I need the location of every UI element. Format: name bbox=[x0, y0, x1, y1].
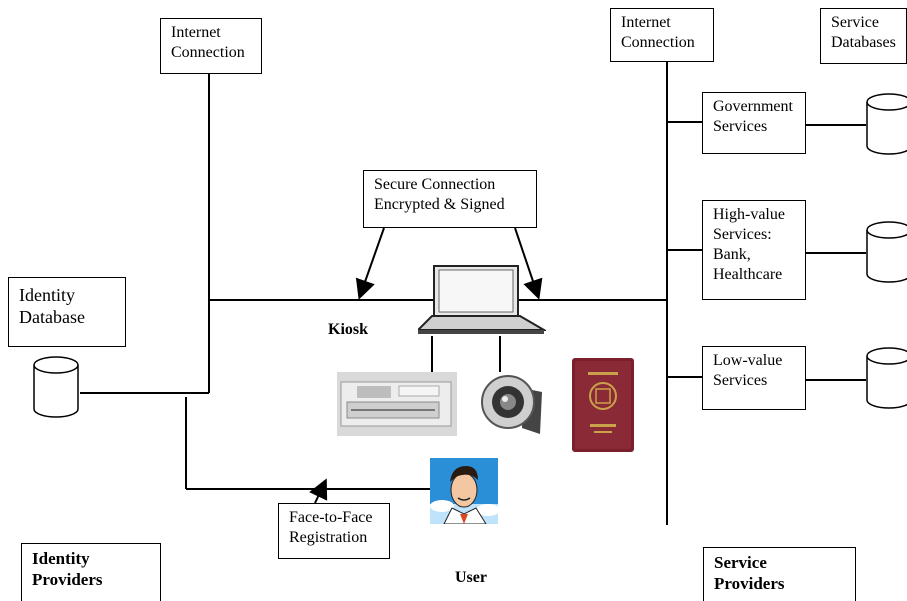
internet-connection-right-line2: Connection bbox=[621, 34, 695, 51]
identity-providers-box: Identity Providers bbox=[21, 543, 161, 601]
service-databases-box: Service Databases bbox=[820, 8, 907, 64]
webcam-icon bbox=[481, 375, 542, 434]
identity-database-box: Identity Database bbox=[8, 277, 126, 347]
service-databases-line1: Service bbox=[831, 14, 879, 31]
user-label: User bbox=[455, 569, 487, 586]
low-value-services-line2: Services bbox=[713, 372, 768, 389]
high-value-services-line4: Healthcare bbox=[713, 266, 783, 283]
laptop-icon bbox=[418, 265, 546, 334]
service-providers-box: Service Providers bbox=[703, 547, 856, 601]
service-providers-line1: Service bbox=[714, 553, 767, 572]
low-value-services-line1: Low-value bbox=[713, 352, 783, 369]
internet-connection-left-line2: Connection bbox=[171, 44, 245, 61]
secure-connection-box: Secure Connection Encrypted & Signed bbox=[363, 170, 537, 228]
database-icon bbox=[866, 93, 907, 155]
internet-connection-left-box: Internet Connection bbox=[160, 18, 262, 74]
high-value-services-line2: Services: bbox=[713, 226, 772, 243]
secure-connection-line1: Secure Connection bbox=[374, 176, 496, 193]
high-value-services-box: High-value Services: Bank, Healthcare bbox=[702, 200, 806, 300]
high-value-services-line3: Bank, bbox=[713, 246, 751, 263]
passport-icon bbox=[572, 358, 634, 452]
identity-database-line2: Database bbox=[19, 307, 85, 327]
service-databases-line2: Databases bbox=[831, 34, 896, 51]
identity-providers-line2: Providers bbox=[32, 570, 103, 589]
identity-database-line1: Identity bbox=[19, 285, 75, 305]
user-icon bbox=[430, 458, 498, 524]
face-to-face-line2: Registration bbox=[289, 529, 368, 546]
internet-connection-right-line1: Internet bbox=[621, 14, 671, 31]
card-reader-icon bbox=[337, 372, 457, 436]
database-icon bbox=[33, 356, 79, 418]
internet-connection-left-line1: Internet bbox=[171, 24, 221, 41]
internet-connection-right-box: Internet Connection bbox=[610, 8, 714, 62]
kiosk-label: Kiosk bbox=[328, 321, 369, 338]
service-providers-line2: Providers bbox=[714, 574, 785, 593]
government-services-box: Government Services bbox=[702, 92, 806, 154]
high-value-services-line1: High-value bbox=[713, 206, 785, 223]
database-icon bbox=[866, 347, 907, 409]
face-to-face-registration-box: Face-to-Face Registration bbox=[278, 503, 390, 559]
secure-connection-line2: Encrypted & Signed bbox=[374, 196, 505, 213]
low-value-services-box: Low-value Services bbox=[702, 346, 806, 410]
government-services-line1: Government bbox=[713, 98, 793, 115]
government-services-line2: Services bbox=[713, 118, 768, 135]
face-to-face-line1: Face-to-Face bbox=[289, 509, 373, 526]
database-icon bbox=[866, 221, 907, 283]
identity-providers-line1: Identity bbox=[32, 549, 90, 568]
